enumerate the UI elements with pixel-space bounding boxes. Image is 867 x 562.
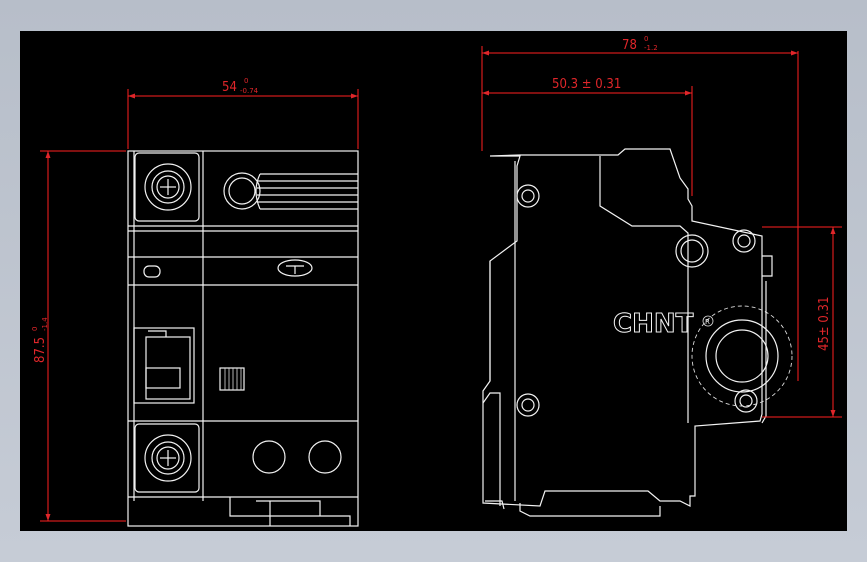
toggle-handle: [133, 327, 195, 404]
side-hole-main: [675, 234, 709, 268]
dial: [705, 319, 779, 393]
depth-total-label: 78: [622, 38, 637, 53]
top-terminal: [134, 152, 200, 222]
svg-text:-0.74: -0.74: [240, 87, 259, 95]
depth-partial-label: 50.3 ± 0.31: [552, 77, 621, 92]
front-width-dimension: 54 0 -0.74: [127, 77, 359, 149]
brand-logo: CHNT: [613, 309, 694, 339]
registered-mark-icon: [702, 315, 714, 327]
svg-text:0: 0: [244, 77, 248, 85]
side-hole-small: [732, 229, 756, 253]
width-front-label: 54: [222, 80, 237, 95]
rail-height-label: 45± 0.31: [817, 297, 832, 351]
technical-drawing: 54 0 -0.74 87.5 0 -1.4: [31, 35, 842, 527]
bottom-hole-1: [252, 440, 286, 474]
svg-text:R: R: [705, 318, 710, 326]
svg-text:-1.4: -1.4: [41, 317, 49, 331]
aux-knob: [219, 367, 245, 391]
indicator-window: [143, 265, 161, 278]
side-view: CHNT R: [482, 148, 793, 517]
mounting-hole-top: [516, 184, 540, 208]
height-front-label: 87.5: [33, 337, 48, 363]
side-depth-total-dimension: 78 0 -1.2: [481, 35, 799, 381]
side-depth-partial-dimension: 50.3 ± 0.31: [482, 77, 693, 196]
side-rail-height-dimension: 45± 0.31: [762, 226, 842, 418]
bottom-terminal: [134, 423, 200, 493]
top-terminal-screw-icon: [144, 163, 192, 211]
svg-text:0: 0: [644, 35, 648, 43]
bottom-hole-2: [308, 440, 342, 474]
svg-text:-1.2: -1.2: [644, 44, 658, 52]
test-button-icon: [223, 172, 261, 210]
front-height-dimension: 87.5 0 -1.4: [31, 150, 126, 522]
front-body-outline: [127, 150, 359, 527]
svg-text:0: 0: [31, 327, 39, 331]
mounting-hole-bottom: [516, 393, 540, 417]
bottom-terminal-screw-icon: [144, 434, 192, 482]
status-indicator: [277, 259, 313, 277]
cad-viewport[interactable]: 54 0 -0.74 87.5 0 -1.4: [20, 31, 847, 531]
front-view: [127, 150, 359, 527]
